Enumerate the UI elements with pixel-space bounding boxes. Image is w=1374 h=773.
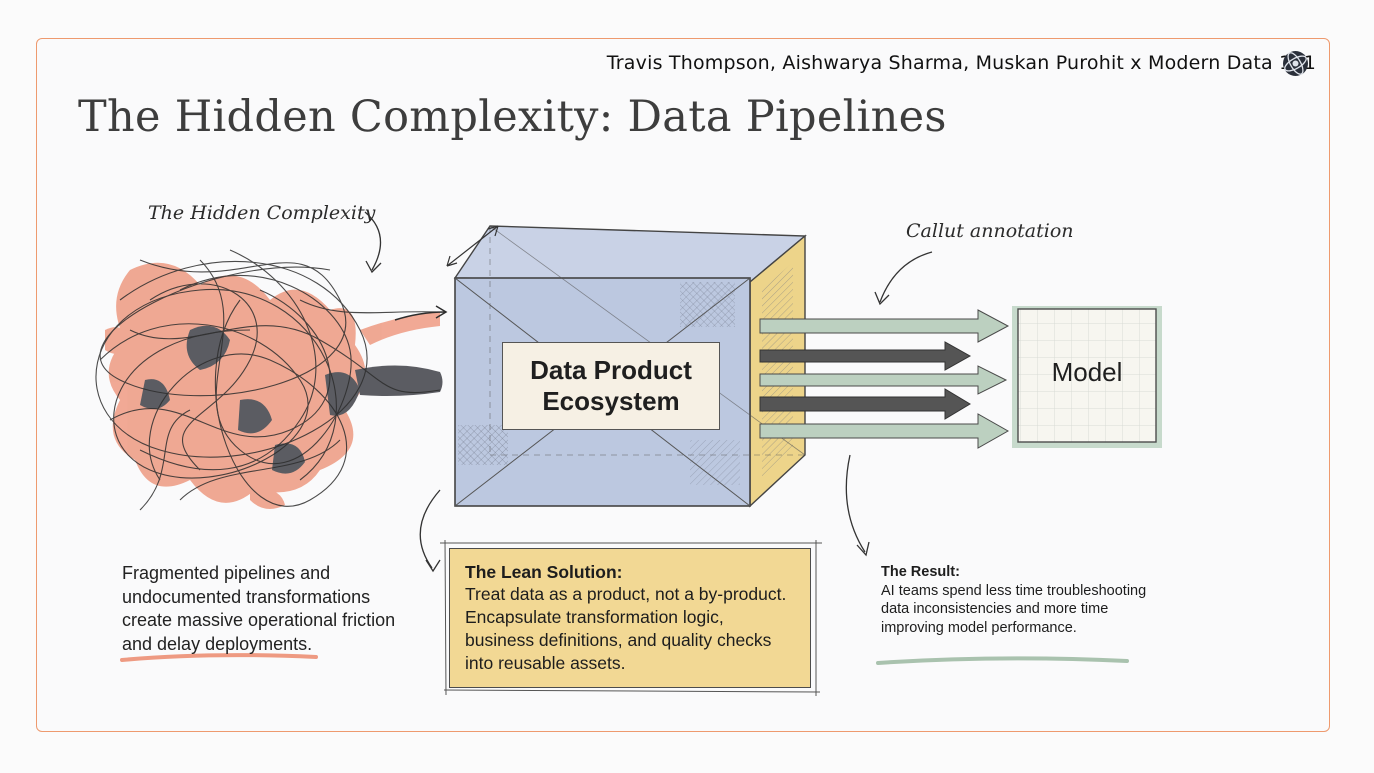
hidden-complexity-annotation: The Hidden Complexity — [148, 202, 376, 224]
result-text-block: The Result: AI teams spend less time tro… — [881, 563, 1151, 637]
output-arrows — [759, 309, 1010, 449]
result-title: The Result: — [881, 564, 960, 580]
green-arrow — [759, 309, 1010, 449]
data-product-label: Data Product Ecosystem — [502, 342, 720, 430]
result-underline — [876, 656, 1129, 665]
left-text-underline — [120, 653, 318, 662]
tangled-pipelines-illustration — [95, 249, 448, 511]
model-label: Model — [1051, 357, 1123, 387]
page-title: The Hidden Complexity: Data Pipelines — [78, 92, 947, 142]
model-box — [1012, 306, 1162, 448]
lean-solution-box: The Lean Solution: Treat data as a produ… — [449, 548, 811, 688]
fragmented-pipelines-text: Fragmented pipelines and undocumented tr… — [122, 563, 396, 654]
lean-box-sketch-lines — [440, 539, 822, 696]
result-arrow — [845, 454, 866, 553]
callout-annotation: Callut annotation — [906, 220, 1074, 242]
attribution-text: Travis Thompson, Aishwarya Sharma, Muska… — [606, 52, 1316, 74]
dark-arrow — [759, 341, 972, 420]
hidden-complexity-arrow — [364, 211, 382, 271]
result-body: AI teams spend less time troubleshooting… — [881, 582, 1147, 636]
lean-solution-arrow — [419, 489, 441, 569]
callout-arrow — [879, 251, 933, 303]
globe-logo-icon — [1283, 51, 1308, 76]
lean-solution-body: Treat data as a product, not a by-produc… — [465, 584, 787, 673]
lean-solution-title: The Lean Solution: — [465, 562, 623, 582]
